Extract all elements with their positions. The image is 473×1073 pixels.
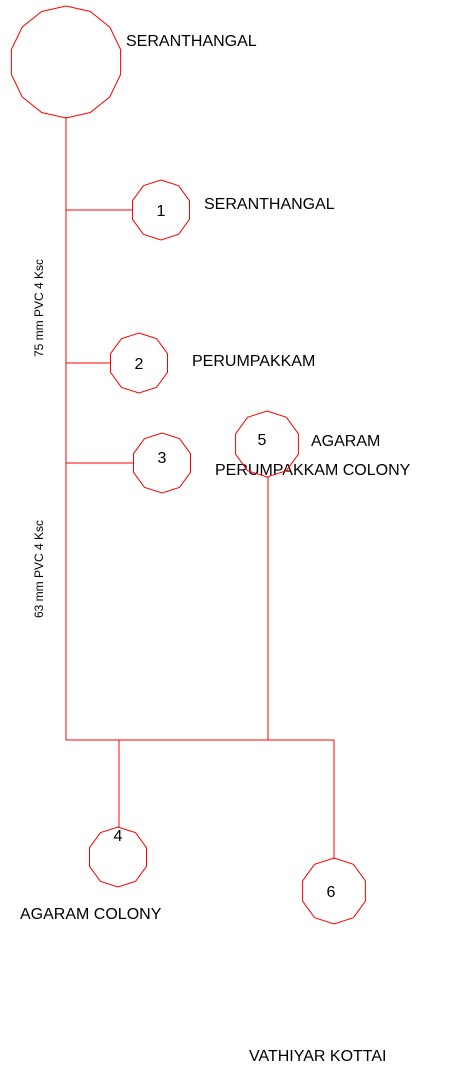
source-reservoir-icon xyxy=(10,5,122,119)
node-2-tank-icon xyxy=(110,332,168,394)
node-5-tank-icon xyxy=(235,410,299,478)
node-1-label: SERANTHANGAL xyxy=(204,196,335,213)
node-5-label: AGARAM xyxy=(311,433,380,450)
node-4-number: 4 xyxy=(114,828,123,845)
node-1-tank-icon xyxy=(132,179,190,241)
pipe-network xyxy=(65,117,335,859)
node-6-number: 6 xyxy=(327,884,336,901)
pipe-label-upper: 75 mm PVC 4 Ksc xyxy=(32,259,46,357)
node-6-label: VATHIYAR KOTTAI xyxy=(249,1048,387,1065)
source-label: SERANTHANGAL xyxy=(126,33,257,50)
node-2-label: PERUMPAKKAM xyxy=(192,353,315,370)
node-3-tank-icon xyxy=(133,432,191,494)
node-4-label: AGARAM COLONY xyxy=(20,906,162,923)
pipe-label-lower: 63 mm PVC 4 Ksc xyxy=(32,520,46,618)
node-3-label: PERUMPAKKAM COLONY xyxy=(215,462,411,479)
node-3-number: 3 xyxy=(158,450,167,467)
node-1-number: 1 xyxy=(157,203,166,220)
node-4-tank-icon xyxy=(89,826,147,888)
node-5-number: 5 xyxy=(258,432,267,449)
node-6-tank-icon xyxy=(302,857,366,925)
node-2-number: 2 xyxy=(135,356,144,373)
